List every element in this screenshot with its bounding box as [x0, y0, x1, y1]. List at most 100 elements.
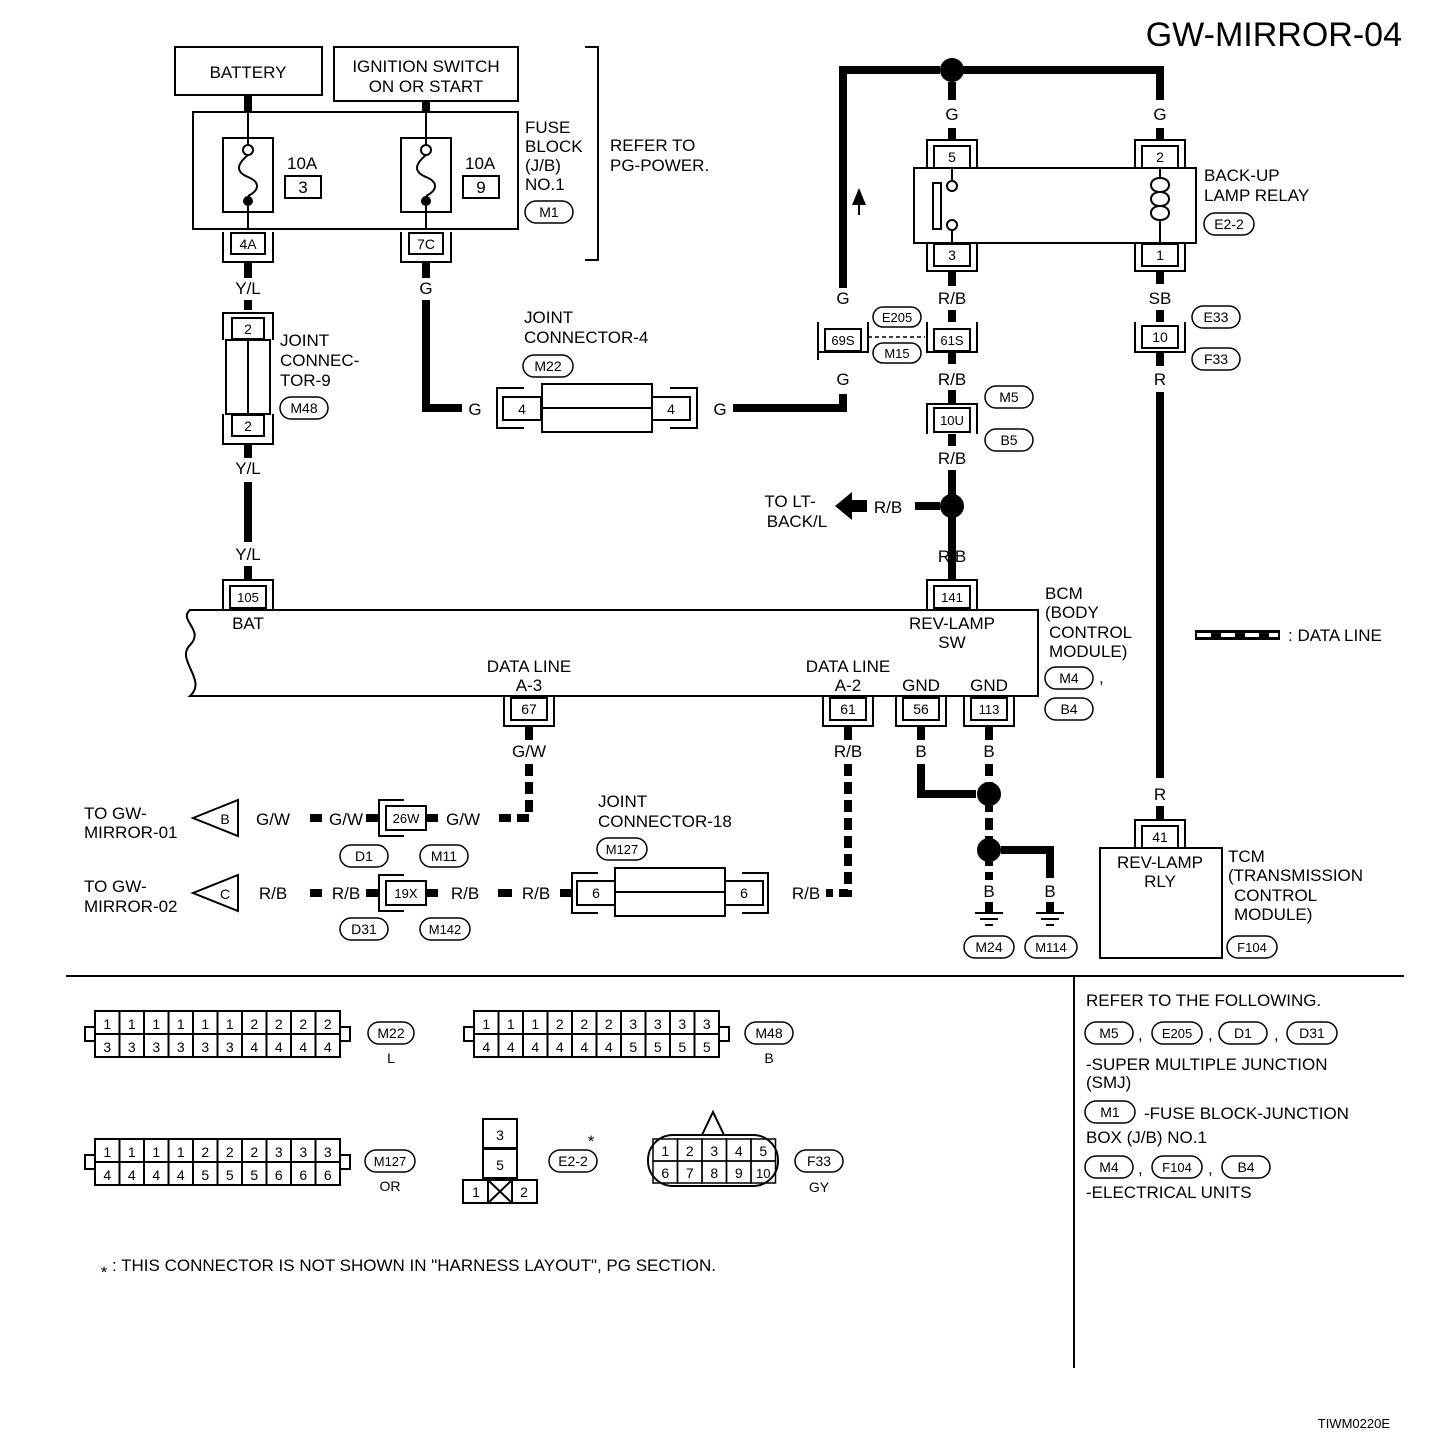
term-4a-box [230, 232, 266, 255]
d31-label: D31 [351, 921, 377, 937]
diagram-title: GW-MIRROR-04 [1146, 16, 1402, 54]
m48-pin-label: 1 [531, 1016, 539, 1032]
d1-label: D1 [355, 848, 373, 864]
m22-cavity [314, 1033, 341, 1058]
fuse-2 [400, 113, 452, 229]
tcm-label-3: CONTROL [1234, 886, 1317, 905]
fuse-2-number-box [462, 175, 500, 199]
m48-pin-label: 4 [531, 1039, 539, 1055]
bcm-pin61: 61 [840, 701, 856, 717]
footer-code: TIWM0220E [1318, 1416, 1391, 1431]
m48-pin-label: 4 [507, 1039, 515, 1055]
view-f33-color: GY [809, 1179, 830, 1195]
m48-pin-label: 5 [678, 1039, 686, 1055]
m22-pin-label: 3 [201, 1039, 209, 1055]
m127-pin-label: 1 [103, 1144, 111, 1160]
ground-m114: M114 [1035, 940, 1067, 955]
fuse-block-label-1: FUSE [525, 118, 570, 137]
tcm-label-2: (TRANSMISSION [1228, 866, 1363, 885]
refer-m4-pill [1084, 1155, 1134, 1179]
to-gw02-label-1: TO GW- [84, 877, 147, 896]
joint9-top-outline [222, 312, 274, 340]
refer-smj-2: (SMJ) [1086, 1073, 1131, 1092]
relay-pin2: 2 [1156, 149, 1164, 165]
term-7c-label: 7C [417, 236, 435, 252]
wire-g-2 [422, 300, 462, 412]
view-m48-id-pill [744, 1021, 794, 1045]
data-line-legend-label: : DATA LINE [1288, 626, 1382, 645]
m48-pin-label: 4 [556, 1039, 564, 1055]
m22-pin-label: 1 [177, 1016, 185, 1032]
joint18-pin-right-box [724, 880, 764, 906]
fuse-2-number: 9 [476, 178, 485, 197]
refer-m5: M5 [1099, 1025, 1119, 1041]
m22-pin-label: 3 [152, 1039, 160, 1055]
relay-contact-top [946, 180, 958, 192]
to-lt-back-label-2: BACK/L [767, 512, 827, 531]
wire-rb-label-5: R/B [938, 547, 966, 566]
wire-g-label-3: G [713, 400, 726, 419]
m142-label: M142 [429, 922, 462, 937]
bcm-rev-label-1: REV-LAMP [909, 614, 995, 633]
m48-tab-left [463, 1026, 475, 1042]
m22-pin-label: 4 [299, 1039, 307, 1055]
wire-g-top-right [952, 66, 1164, 100]
refer-m4: M4 [1099, 1159, 1119, 1175]
c10-label: 10 [1152, 329, 1168, 345]
m48-pin-label: 3 [678, 1016, 686, 1032]
joint18-label-2: CONNECTOR-18 [598, 812, 732, 831]
wire-yl-label-3: Y/L [235, 545, 261, 564]
fuse-block-id: M1 [539, 204, 559, 220]
m5-pill [984, 385, 1034, 409]
m48-pin-label: 2 [605, 1016, 613, 1032]
view-m48-color: B [764, 1050, 773, 1066]
view-m22-id: M22 [377, 1025, 404, 1041]
joint9-label-2: CONNEC- [280, 351, 359, 370]
bcm-body [184, 609, 1039, 697]
fuse-block-label-3: (J/B) [525, 156, 561, 175]
c69s-label: 69S [831, 333, 854, 348]
wire-b-label-4: B [1044, 882, 1055, 901]
ground-m24: M24 [975, 939, 1002, 955]
m22-pin-label: 2 [324, 1016, 332, 1032]
bcm-pin141-outline [926, 579, 978, 610]
to-gw02-letter: C [220, 886, 230, 902]
refer-f104: F104 [1162, 1160, 1192, 1175]
wire-gw-label-1: G/W [512, 742, 546, 761]
b5-label: B5 [1000, 432, 1017, 448]
m127-tab-right [339, 1154, 351, 1170]
m127-tab-left [84, 1154, 96, 1170]
bcm-dl2-label-1: DATA LINE [806, 657, 890, 676]
refer-b4: B4 [1237, 1159, 1254, 1175]
bcm-dl3-label-2: A-3 [516, 676, 542, 695]
m127-pin-label: 6 [275, 1167, 283, 1183]
bcm-pin67: 67 [521, 701, 537, 717]
c10-box [1141, 325, 1179, 349]
m48-pin-label: 4 [580, 1039, 588, 1055]
fuse-block-id-pill [524, 200, 574, 224]
wire-g-label-7: G [1153, 105, 1166, 124]
m22-pin-label: 2 [250, 1016, 258, 1032]
view-f33-id: F33 [807, 1153, 831, 1169]
m48-pin-label: 5 [654, 1039, 662, 1055]
ground-m24-icon [975, 912, 1003, 926]
m48-pin-label: 4 [605, 1039, 613, 1055]
refer-pg-line2: PG-POWER. [610, 156, 709, 175]
joint18-label-1: JOINT [598, 792, 647, 811]
refer-fuse-2: BOX (J/B) NO.1 [1086, 1128, 1207, 1147]
refer-heading: REFER TO THE FOLLOWING. [1086, 991, 1321, 1010]
flow-up-arrow-icon [852, 188, 866, 205]
e33-label: E33 [1204, 309, 1229, 325]
m48-cavity [693, 1033, 720, 1058]
m48-pin-label: 2 [580, 1016, 588, 1032]
m22-pin-label: 2 [299, 1016, 307, 1032]
relay-contact-bar [932, 182, 942, 230]
refer-f104-pill [1151, 1155, 1203, 1179]
refer-units: -ELECTRICAL UNITS [1086, 1183, 1252, 1202]
b5-pill [984, 428, 1034, 452]
refer-comma-1: , [1138, 1025, 1143, 1044]
bcm-pin113-box [970, 697, 1008, 721]
m11-pill [419, 844, 469, 868]
